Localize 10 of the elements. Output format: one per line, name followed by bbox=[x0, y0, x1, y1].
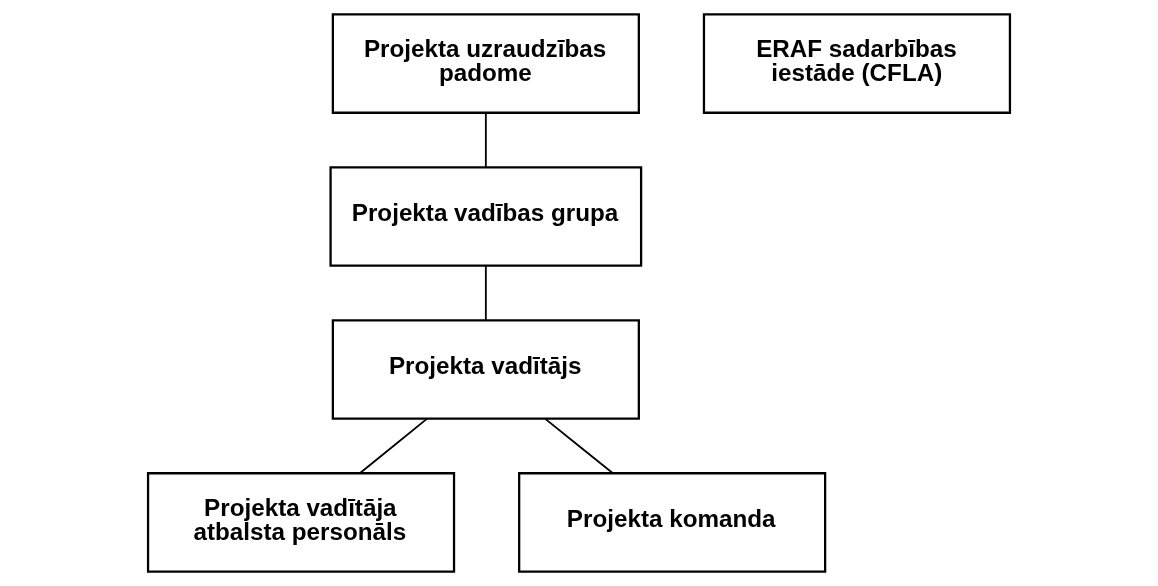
node-box: Projekta vadītāja atbalsta personāls bbox=[146, 472, 456, 573]
node-box: Projekta komanda bbox=[518, 472, 827, 573]
node-box: Projekta vadības grupa bbox=[329, 166, 643, 267]
node-box: Projekta uzraudzības padome bbox=[331, 13, 640, 114]
connector bbox=[544, 417, 614, 474]
node-box: Projekta vadītājs bbox=[331, 319, 640, 420]
connector bbox=[359, 417, 428, 474]
connector bbox=[484, 264, 487, 321]
connector bbox=[484, 112, 487, 168]
node-box: ERAF sadarbības iestāde (CFLA) bbox=[702, 13, 1012, 114]
